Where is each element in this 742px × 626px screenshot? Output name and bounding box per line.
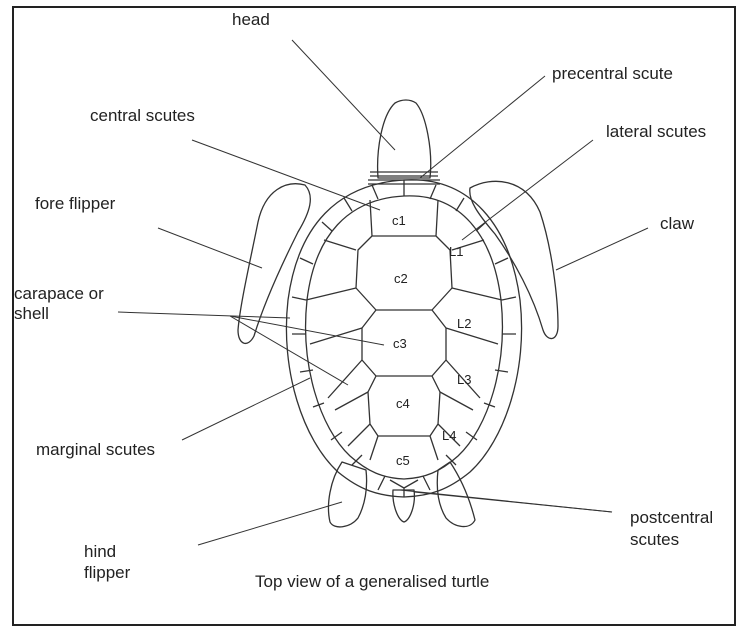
leader-central [192, 140, 380, 210]
scute-c3: c3 [393, 336, 407, 351]
label-carapace-line1: carapace or [14, 284, 104, 304]
leader-carapace-1 [118, 312, 290, 318]
label-carapace-line2: shell [14, 304, 49, 324]
label-postcentral-line2: scutes [630, 530, 679, 550]
head-shape [378, 100, 431, 178]
label-head: head [232, 10, 270, 30]
leader-head [292, 40, 395, 150]
scute-l3: L3 [457, 372, 471, 387]
label-marginal-scutes: marginal scutes [36, 440, 155, 460]
leader-marginal [182, 378, 310, 440]
scute-c5: c5 [396, 453, 410, 468]
leader-carapace-2 [230, 316, 348, 385]
diagram-caption: Top view of a generalised turtle [255, 572, 489, 592]
leader-postcentral-2 [414, 492, 612, 512]
label-postcentral-line1: postcentral [630, 508, 713, 528]
label-fore-flipper: fore flipper [35, 194, 115, 214]
scute-c1: c1 [392, 213, 406, 228]
scute-l4: L4 [442, 428, 456, 443]
label-precentral-scute: precentral scute [552, 64, 673, 84]
leader-lateral [462, 140, 593, 240]
scute-l2: L2 [457, 316, 471, 331]
label-hind-line2: flipper [84, 563, 130, 583]
label-central-scutes: central scutes [90, 106, 195, 126]
scute-c4: c4 [396, 396, 410, 411]
leader-fore-flipper [158, 228, 262, 268]
leader-carapace-3 [230, 316, 384, 345]
right-fore-flipper [470, 181, 558, 338]
leader-precentral [420, 76, 545, 178]
central-scute-network [356, 200, 452, 460]
label-hind-line1: hind [84, 542, 116, 562]
leader-claw [556, 228, 648, 270]
left-hind-flipper [329, 462, 367, 527]
scute-l1: L1 [449, 244, 463, 259]
turtle-drawing: c1 c2 c3 c4 c5 L1 L2 L3 L4 [0, 0, 742, 595]
leader-hind [198, 502, 342, 545]
scute-c2: c2 [394, 271, 408, 286]
leader-lines [118, 40, 648, 545]
label-lateral-scutes: lateral scutes [606, 122, 706, 142]
label-claw: claw [660, 214, 694, 234]
